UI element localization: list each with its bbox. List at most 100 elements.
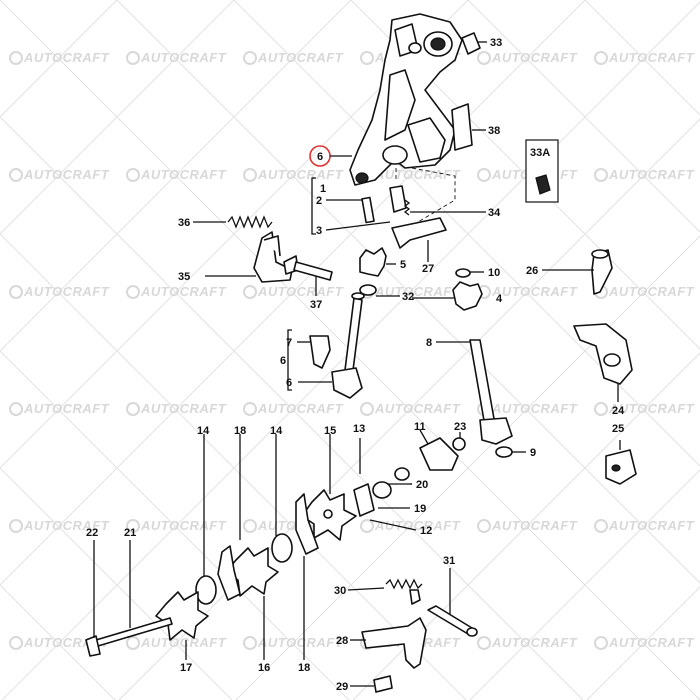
watermark-logo: AUTOCRAFT <box>9 167 110 182</box>
watermark-text: AUTOCRAFT <box>140 635 227 650</box>
callout-17: 17 <box>180 662 192 674</box>
watermark-logo: AUTOCRAFT <box>594 167 695 182</box>
watermark-grid-line <box>0 0 235 235</box>
watermark-text: AUTOCRAFT <box>257 401 344 416</box>
watermark-logo-icon <box>9 51 23 65</box>
part-2-bolt[interactable] <box>326 196 375 224</box>
watermark-text: AUTOCRAFT <box>374 167 461 182</box>
watermark-text: AUTOCRAFT <box>23 401 110 416</box>
callout-6: 6 <box>280 355 286 367</box>
watermark-logo-icon <box>360 402 374 416</box>
part-35-fork[interactable] <box>205 231 293 283</box>
part-33a-box[interactable] <box>525 139 559 203</box>
watermark-text: AUTOCRAFT <box>491 635 578 650</box>
part-34-spring[interactable] <box>403 199 486 216</box>
watermark-logo: AUTOCRAFT <box>594 635 695 650</box>
part-28-bracket[interactable] <box>350 617 427 669</box>
part-22-pin[interactable] <box>85 540 101 657</box>
watermark-logo-icon <box>243 636 257 650</box>
part-38-plate[interactable] <box>451 103 486 151</box>
watermark-logo: AUTOCRAFT <box>594 284 694 299</box>
part-20-washer[interactable] <box>388 467 412 485</box>
watermark-logo-icon <box>477 519 491 533</box>
part-36-spring[interactable] <box>193 215 273 229</box>
watermark-grid-line <box>0 584 116 700</box>
watermark-logo-icon <box>9 168 23 182</box>
part-11-gear-shaft[interactable] <box>419 429 459 471</box>
part-16-star-plate[interactable] <box>225 547 279 660</box>
part-24-linkage[interactable] <box>573 323 633 402</box>
part-18-cam-right[interactable] <box>295 493 319 660</box>
callout-12: 12 <box>420 525 432 537</box>
part-7-pin[interactable] <box>297 335 331 369</box>
part-26-bushing[interactable] <box>542 249 613 295</box>
part-21-shaft[interactable] <box>95 540 173 647</box>
callout-2: 2 <box>316 195 322 207</box>
callout-7: 7 <box>286 337 292 349</box>
part-10-ring[interactable] <box>455 268 484 278</box>
watermark-logo: AUTOCRAFT <box>126 50 226 65</box>
part-37-bolt[interactable] <box>283 255 333 296</box>
watermark-logo-icon <box>126 168 140 182</box>
callout-33: 33 <box>490 37 502 49</box>
watermark-text: AUTOCRAFT <box>140 167 227 182</box>
watermark-logo-icon <box>126 636 140 650</box>
callout-8: 8 <box>426 337 432 349</box>
watermark-logo: AUTOCRAFT <box>126 284 226 299</box>
callout-18-lower: 18 <box>298 662 310 674</box>
part-19-disc[interactable] <box>372 481 410 509</box>
watermark-text: AUTOCRAFT <box>608 635 695 650</box>
watermark-logo-icon <box>9 519 23 533</box>
watermark-logo-icon <box>594 519 608 533</box>
watermark-text: AUTOCRAFT <box>140 518 227 533</box>
part-6-shift-lever[interactable] <box>331 292 365 399</box>
gearbox-casing-part-1[interactable] <box>349 13 463 186</box>
watermark-grid-line <box>0 467 233 700</box>
watermark-text: AUTOCRAFT <box>608 518 695 533</box>
part-14-disc-left[interactable] <box>195 434 217 605</box>
watermark-text: AUTOCRAFT <box>491 284 578 299</box>
callout-20: 20 <box>416 479 428 491</box>
part-12-hub[interactable] <box>353 483 417 531</box>
watermark-logo-icon <box>477 168 491 182</box>
part-3-sleeve[interactable] <box>325 185 407 231</box>
callout-19: 19 <box>414 503 426 515</box>
part-4-gear[interactable] <box>412 281 483 311</box>
callout-36: 36 <box>178 217 190 229</box>
callout-27: 27 <box>422 263 434 275</box>
watermark-logo: AUTOCRAFT <box>477 518 577 533</box>
watermark-text: AUTOCRAFT <box>491 50 578 65</box>
callout-labels: 1 2 3 4 5 6 6 6 7 8 9 10 11 12 13 14 14 … <box>86 37 625 693</box>
watermark-logo: AUTOCRAFT <box>9 284 109 299</box>
part-15-star-plate[interactable] <box>301 434 357 541</box>
callout-13: 13 <box>353 423 365 435</box>
watermark-logo-icon <box>126 402 140 416</box>
part-9-washer[interactable] <box>495 446 526 458</box>
callout-4: 4 <box>496 293 503 305</box>
part-29-sleeve[interactable] <box>350 675 393 693</box>
part-31-bolt[interactable] <box>427 568 478 637</box>
callout-30: 30 <box>334 585 346 597</box>
part-25-clevis[interactable] <box>605 440 637 485</box>
part-33-plug[interactable] <box>461 32 487 55</box>
watermark-logo: AUTOCRAFT <box>126 518 227 533</box>
part-8-shaft[interactable] <box>436 339 513 445</box>
part-23-ring[interactable] <box>452 432 466 451</box>
watermark-text: AUTOCRAFT <box>23 167 110 182</box>
part-30-spring[interactable] <box>347 578 423 605</box>
watermark-grid-line <box>0 116 584 700</box>
watermark-text: AUTOCRAFT <box>257 284 344 299</box>
watermark-text: AUTOCRAFT <box>608 167 695 182</box>
callout-18-upper: 18 <box>234 425 246 437</box>
watermark-logo-icon <box>126 51 140 65</box>
watermark-text: AUTOCRAFT <box>257 167 344 182</box>
part-32-washer[interactable] <box>359 284 400 297</box>
part-14-disc-right[interactable] <box>271 434 293 563</box>
watermark-logo: AUTOCRAFT <box>243 635 343 650</box>
part-18-cam-left[interactable] <box>217 434 241 601</box>
watermark-grid-line <box>0 0 469 469</box>
part-5-gear[interactable] <box>359 247 396 277</box>
part-27-bracket[interactable] <box>391 167 456 262</box>
watermark-logo: AUTOCRAFT <box>594 401 694 416</box>
